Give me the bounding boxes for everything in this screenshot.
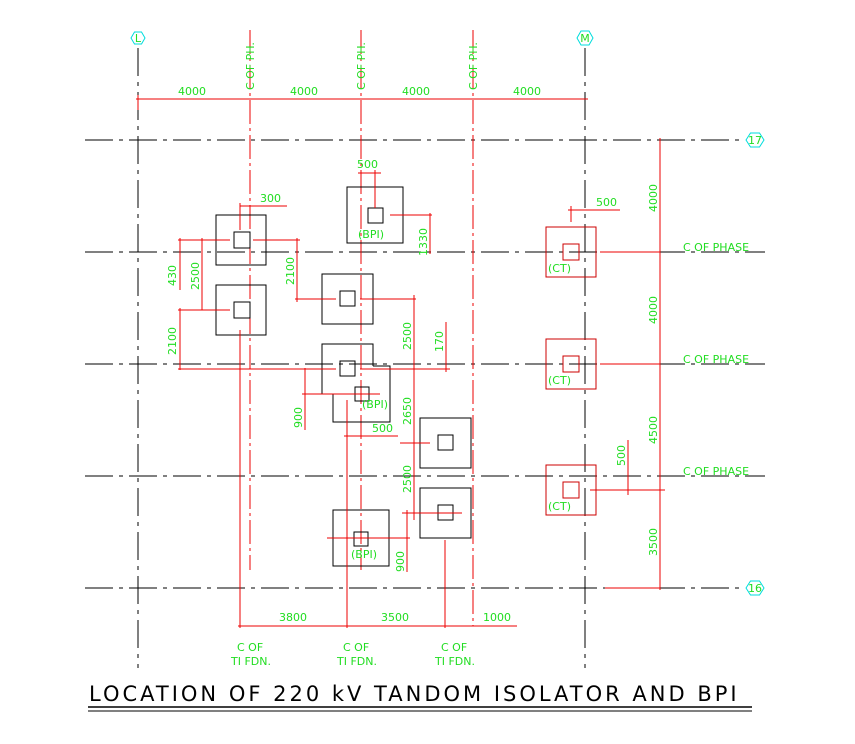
drawing-title: LOCATION OF 220 kV TANDOM ISOLATOR AND B… (89, 682, 740, 706)
phase-centerlines (249, 30, 474, 626)
svg-text:500: 500 (596, 196, 617, 209)
svg-text:900: 900 (292, 407, 305, 428)
svg-text:1000: 1000 (483, 611, 511, 624)
top-dimension: 4000 4000 4000 4000 (136, 85, 588, 110)
svg-text:4000: 4000 (402, 85, 430, 98)
grid-bubble-m: M (576, 30, 594, 46)
svg-text:170: 170 (433, 331, 446, 352)
svg-text:(CT): (CT) (548, 262, 571, 275)
svg-text:(BPI): (BPI) (362, 398, 388, 411)
right-dimension: 4000 4000 4500 3500 (590, 138, 665, 590)
grid-bubble-17: 17 (745, 132, 765, 148)
grid-bubble-l: L (130, 31, 146, 45)
svg-text:C OF: C OF (237, 641, 263, 654)
svg-text:M: M (580, 32, 590, 45)
svg-text:2500: 2500 (401, 465, 414, 493)
svg-text:16: 16 (748, 582, 762, 595)
svg-text:900: 900 (394, 551, 407, 572)
svg-text:3500: 3500 (647, 528, 660, 556)
grid-bubble-16: 16 (745, 580, 765, 596)
ct-dims: 500 500 (568, 196, 629, 495)
ct-foundation-1: (CT) (545, 226, 597, 278)
svg-text:(BPI): (BPI) (351, 548, 377, 561)
svg-text:500: 500 (357, 158, 378, 171)
svg-text:4000: 4000 (647, 184, 660, 212)
svg-text:3800: 3800 (279, 611, 307, 624)
phase-label-2: C OF PHASE (683, 353, 749, 366)
svg-text:C OF: C OF (441, 641, 467, 654)
detail-dimensions: 300 500 1330 430 2500 2100 2100 2500 170… (166, 158, 462, 572)
svg-text:1330: 1330 (417, 228, 430, 256)
svg-text:300: 300 (260, 192, 281, 205)
svg-text:4000: 4000 (290, 85, 318, 98)
svg-text:4500: 4500 (647, 416, 660, 444)
bottom-dimension: 3800 3500 1000 (238, 330, 517, 628)
svg-text:(CT): (CT) (548, 374, 571, 387)
grid-lines (85, 48, 765, 668)
phase-label-1: C OF PHASE (683, 241, 749, 254)
phase-cl-label-3: C OF PH. (467, 42, 480, 90)
bpi-foundation-2: (BPI) (332, 365, 391, 423)
svg-text:2650: 2650 (401, 397, 414, 425)
svg-text:(BPI): (BPI) (358, 228, 384, 241)
svg-text:TI FDN.: TI FDN. (336, 655, 377, 668)
ct-foundation-3: (CT) (545, 464, 597, 516)
svg-text:TI FDN.: TI FDN. (434, 655, 475, 668)
phase-cl-label-1: C OF PH. (244, 42, 257, 90)
svg-text:2500: 2500 (189, 262, 202, 290)
svg-text:2500: 2500 (401, 322, 414, 350)
svg-text:500: 500 (372, 422, 393, 435)
svg-text:4000: 4000 (178, 85, 206, 98)
svg-text:430: 430 (166, 265, 179, 286)
svg-text:500: 500 (615, 445, 628, 466)
svg-text:C OF: C OF (343, 641, 369, 654)
svg-text:3500: 3500 (381, 611, 409, 624)
svg-text:4000: 4000 (647, 296, 660, 324)
svg-text:17: 17 (748, 134, 762, 147)
svg-text:TI FDN.: TI FDN. (230, 655, 271, 668)
phase-cl-label-2: C OF PH. (355, 42, 368, 90)
svg-text:L: L (135, 32, 142, 45)
svg-text:2100: 2100 (284, 257, 297, 285)
phase-label-3: C OF PHASE (683, 465, 749, 478)
ct-foundation-2: (CT) (545, 338, 597, 390)
svg-text:4000: 4000 (513, 85, 541, 98)
svg-text:(CT): (CT) (548, 500, 571, 513)
svg-text:2100: 2100 (166, 327, 179, 355)
